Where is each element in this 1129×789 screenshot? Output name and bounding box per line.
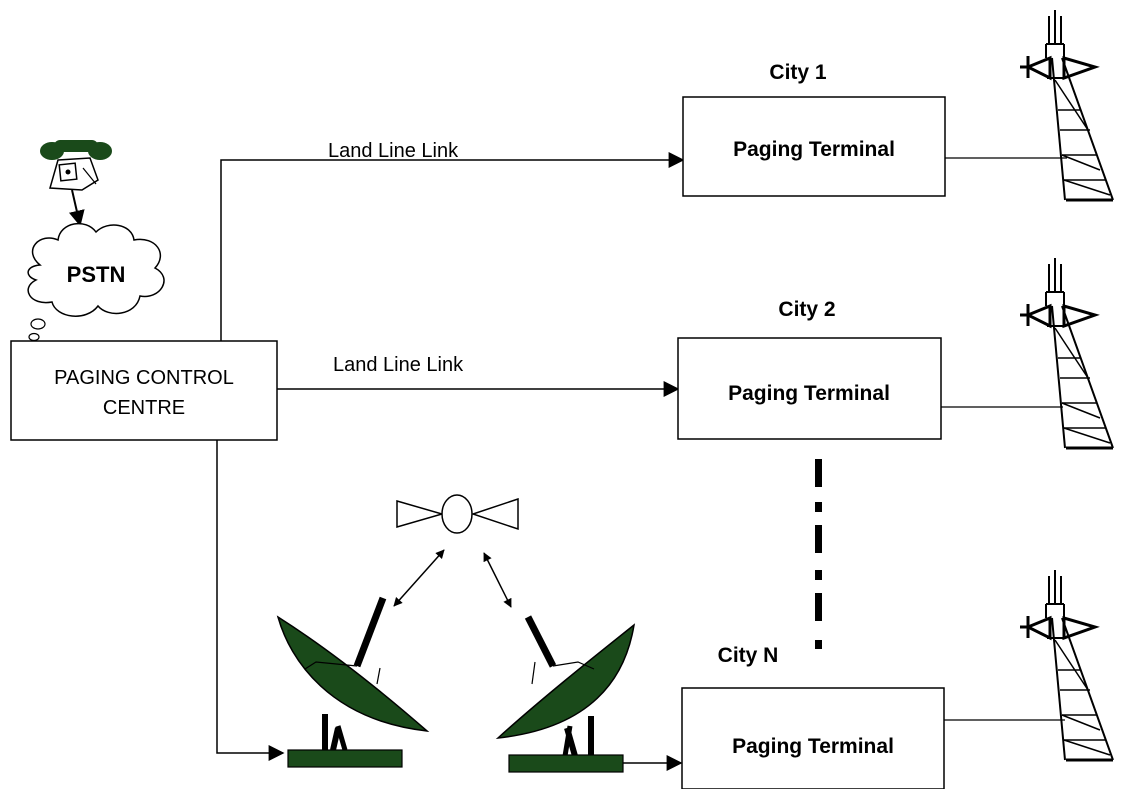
- city-n-label: City N: [718, 644, 779, 667]
- paging-terminal-2-box: [677, 337, 942, 440]
- land-line-link-2-label: Land Line Link: [333, 354, 464, 376]
- paging-terminal-2-label: Paging Terminal: [728, 382, 890, 405]
- paging-terminal-n-box: [681, 687, 945, 789]
- transmission-tower-icon: [1018, 568, 1115, 762]
- land-line-link-1-label: Land Line Link: [328, 140, 459, 162]
- paging-terminal-n-label: Paging Terminal: [732, 735, 894, 758]
- telephone-icon: [40, 140, 112, 191]
- satellite-dish-icon: [276, 596, 430, 768]
- transmission-tower-icon: [1018, 256, 1115, 450]
- phone-to-pstn-arrow: [68, 189, 85, 227]
- paging-terminal-1-label: Paging Terminal: [733, 138, 895, 161]
- satellite-uplink-line: [216, 440, 285, 761]
- city-2-label: City 2: [778, 298, 835, 321]
- continuation-dashes: [815, 459, 822, 649]
- dish-2-satellite-arrow: [483, 552, 512, 608]
- city-1-label: City 1: [769, 61, 827, 84]
- pstn-label: PSTN: [67, 262, 126, 287]
- land-line-link-1: [220, 152, 685, 341]
- cloud-icon: [27, 222, 165, 342]
- paging-control-centre-line2: CENTRE: [103, 397, 185, 419]
- paging-terminal-1-box: [682, 96, 946, 197]
- paging-control-centre-box: [10, 340, 278, 441]
- paging-control-centre-line1: PAGING CONTROL: [54, 367, 234, 389]
- dish-1-satellite-arrow: [393, 549, 445, 607]
- satellite-dish-icon: [495, 615, 636, 773]
- transmission-tower-icon: [1020, 10, 1114, 202]
- satellite-icon: [396, 494, 519, 534]
